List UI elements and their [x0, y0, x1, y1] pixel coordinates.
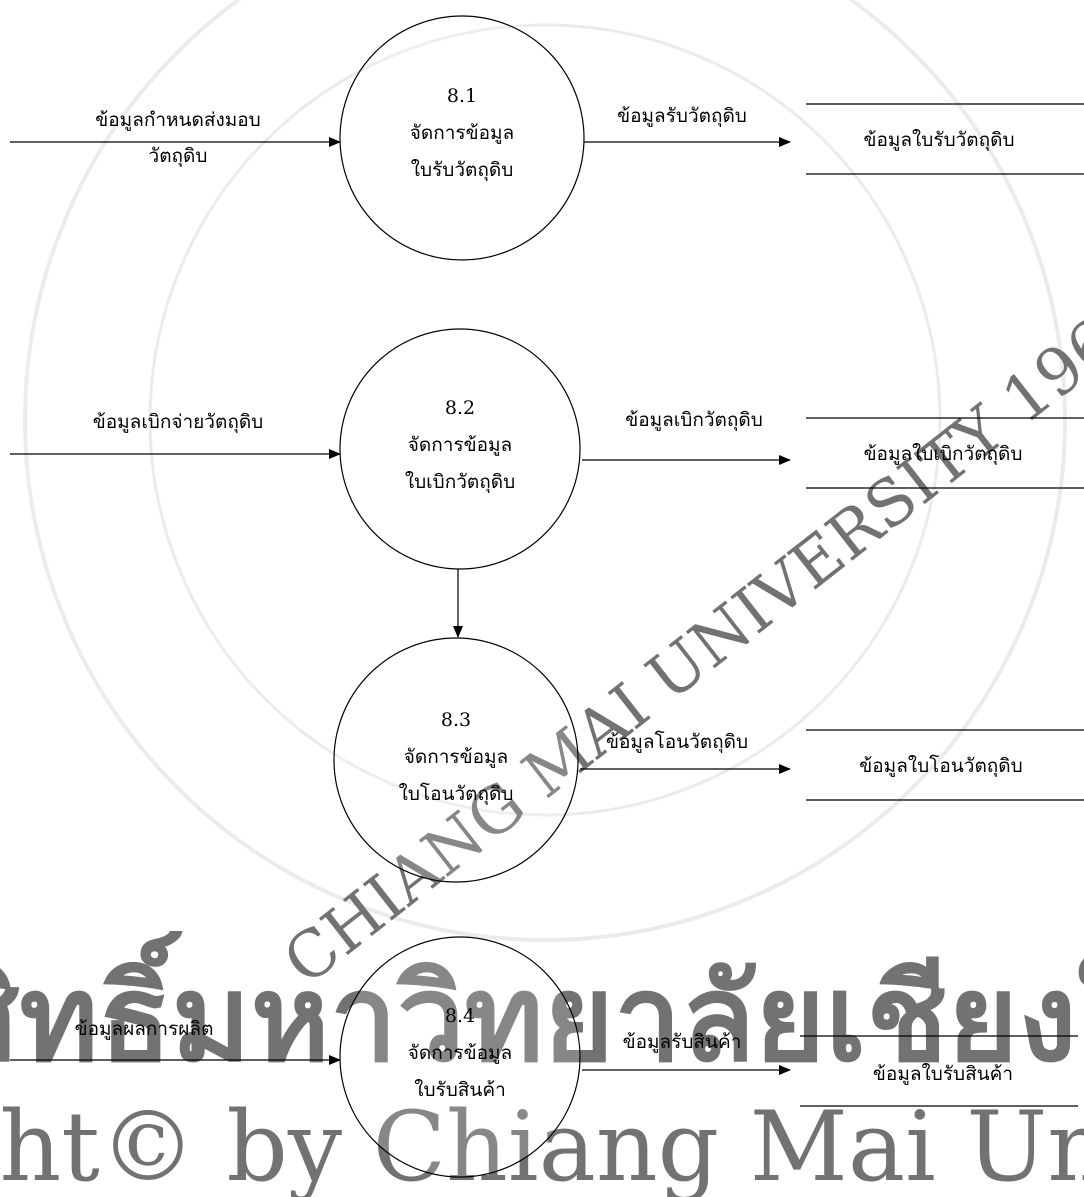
flow-group-8-2: ข้อมูลเบิกจ่ายวัตถุดิบ 8.2 จัดการข้อมูล … [10, 328, 1084, 638]
data-store-3[interactable]: ข้อมูลใบโอนวัตถุดิบ [859, 754, 1022, 778]
process-name-8-4-line2: ใบรับสินค้า [414, 1079, 506, 1101]
process-name-8-3-line2: ใบโอนวัตถุดิบ [399, 782, 514, 806]
process-name-8-2-line2: ใบเบิกวัตถุดิบ [405, 471, 515, 494]
output-label-4: ข้อมูลรับสินค้า [623, 1031, 742, 1053]
watermark-thai-line: ลิขสิทธิ์มหาวิทยาลัยเชียงใหม่ [0, 931, 1084, 1089]
process-id-8-4: 8.4 [445, 1005, 475, 1027]
process-circle-8-2[interactable] [339, 328, 581, 570]
process-circle-8-4[interactable] [339, 936, 581, 1178]
flow-group-8-1: ข้อมูลกำหนดส่งมอบ วัตถุดิบ 8.1 จัดการข้อ… [10, 15, 1084, 261]
output-label-2: ข้อมูลเบิกวัตถุดิบ [625, 409, 763, 432]
flow-group-8-3: 8.3 จัดการข้อมูล ใบโอนวัตถุดิบ ข้อมูลโอน… [333, 637, 1084, 883]
process-name-8-4-line1: จัดการข้อมูล [408, 1042, 512, 1064]
process-name-8-3-line1: จัดการข้อมูล [404, 746, 508, 768]
data-store-4[interactable]: ข้อมูลใบรับสินค้า [873, 1063, 1013, 1085]
input-label-1-line2: วัตถุดิบ [149, 145, 208, 168]
process-circle-8-1[interactable] [339, 15, 585, 261]
data-store-1[interactable]: ข้อมูลใบรับวัตถุดิบ [863, 129, 1014, 152]
process-id-8-3: 8.3 [441, 709, 471, 731]
input-label-2: ข้อมูลเบิกจ่ายวัตถุดิบ [93, 411, 263, 434]
watermark-seal-ring [23, 0, 1067, 942]
output-label-1: ข้อมูลรับวัตถุดิบ [617, 105, 747, 128]
process-circle-8-3[interactable] [333, 637, 579, 883]
input-label-1-line1: ข้อมูลกำหนดส่งมอบ [95, 109, 260, 131]
input-label-3: ข้อมูลผลการผลิต [75, 1018, 214, 1040]
watermark-seal-inner-ring [148, 23, 942, 817]
process-id-8-2: 8.2 [445, 397, 475, 419]
process-name-8-2-line1: จัดการข้อมูล [408, 434, 512, 456]
process-id-8-1: 8.1 [447, 85, 477, 107]
process-name-8-1-line1: จัดการข้อมูล [410, 122, 514, 144]
flow-group-8-4: ข้อมูลผลการผลิต 8.4 จัดการข้อมูล ใบรับสิ… [10, 936, 1078, 1178]
output-label-3: ข้อมูลโอนวัตถุดิบ [606, 730, 748, 754]
data-store-2[interactable]: ข้อมูลใบเบิกวัตถุดิบ [864, 443, 1023, 466]
process-name-8-1-line2: ใบรับวัตถุดิบ [411, 159, 514, 182]
